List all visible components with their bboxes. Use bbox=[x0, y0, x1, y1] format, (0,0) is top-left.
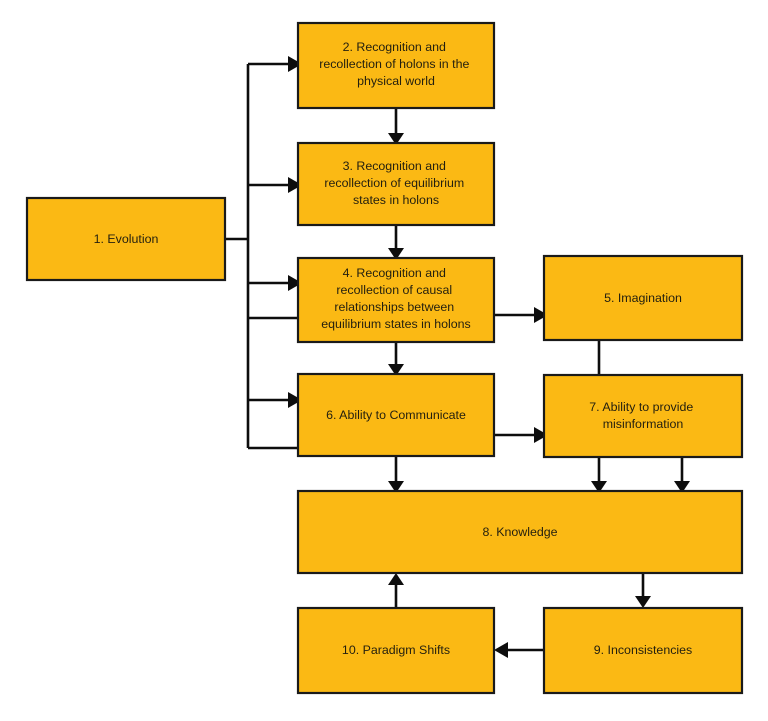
node-1-evolution[interactable]: 1. Evolution bbox=[25, 196, 227, 282]
edge-1-3-arrowhead bbox=[288, 177, 302, 193]
node-4-recognition-causal[interactable]: 4. Recognition and recollection of causa… bbox=[296, 256, 496, 344]
edge-8-9-arrowhead bbox=[635, 596, 651, 608]
edge-4-6-arrowhead bbox=[388, 364, 404, 376]
node-5-box[interactable] bbox=[542, 254, 744, 342]
edge-2-3-arrowhead bbox=[388, 133, 404, 145]
edge-1-to-4 bbox=[248, 275, 302, 291]
node-9-inconsistencies[interactable]: 9. Inconsistencies bbox=[542, 606, 744, 695]
node-3-recognition-equilibrium[interactable]: 3. Recognition and recollection of equil… bbox=[296, 141, 496, 227]
edge-layer bbox=[225, 56, 690, 658]
edge-9-to-10 bbox=[494, 642, 544, 658]
node-7-ability-misinformation[interactable]: 7. Ability to provide misinformation bbox=[542, 373, 744, 459]
edge-10-to-8 bbox=[388, 573, 404, 608]
edge-7-to-8-left bbox=[591, 457, 607, 493]
edge-4-5-arrowhead bbox=[534, 307, 548, 323]
node-10-paradigm-shifts[interactable]: 10. Paradigm Shifts bbox=[296, 606, 496, 695]
edge-6-7-arrowhead bbox=[534, 427, 548, 443]
node-6-box[interactable] bbox=[296, 372, 496, 458]
node-3-box[interactable] bbox=[296, 141, 496, 227]
edge-9-10-arrowhead bbox=[494, 642, 508, 658]
node-7-box[interactable] bbox=[542, 373, 744, 459]
edge-1-2-arrowhead bbox=[288, 56, 302, 72]
edge-10-8-arrowhead bbox=[388, 573, 404, 585]
edge-2-to-3 bbox=[388, 108, 404, 145]
node-4-box[interactable] bbox=[296, 256, 496, 344]
node-2-box[interactable] bbox=[296, 21, 496, 110]
node-5-imagination[interactable]: 5. Imagination bbox=[542, 254, 744, 342]
node-2-recognition-holons[interactable]: 2. Recognition and recollection of holon… bbox=[296, 21, 496, 110]
edge-6-to-8 bbox=[388, 456, 404, 493]
edge-1-6-arrowhead bbox=[288, 392, 302, 408]
node-9-box[interactable] bbox=[542, 606, 744, 695]
edge-4-to-6 bbox=[388, 342, 404, 376]
node-8-knowledge[interactable]: 8. Knowledge bbox=[296, 489, 744, 575]
node-layer: 1. Evolution 2. Recognition and recollec… bbox=[25, 21, 744, 695]
edge-4-to-5 bbox=[494, 307, 548, 323]
edge-6-8-arrowhead bbox=[388, 481, 404, 493]
node-1-box[interactable] bbox=[25, 196, 227, 282]
node-6-ability-communicate[interactable]: 6. Ability to Communicate bbox=[296, 372, 496, 458]
edge-1-to-6 bbox=[248, 392, 302, 408]
edge-evolution-trunk bbox=[225, 64, 250, 448]
edge-1-4-arrowhead bbox=[288, 275, 302, 291]
edge-1-to-3 bbox=[248, 177, 302, 193]
edge-7-8a-arrowhead bbox=[591, 481, 607, 493]
edge-3-to-4 bbox=[388, 225, 404, 260]
node-10-box[interactable] bbox=[296, 606, 496, 695]
edge-1-to-2 bbox=[248, 56, 302, 72]
edge-6-to-7 bbox=[494, 427, 548, 443]
node-8-box[interactable] bbox=[296, 489, 744, 575]
edge-8-to-9 bbox=[635, 573, 651, 608]
edge-7-8b-arrowhead bbox=[674, 481, 690, 493]
edge-7-to-8-right bbox=[674, 457, 690, 493]
edge-3-4-arrowhead bbox=[388, 248, 404, 260]
